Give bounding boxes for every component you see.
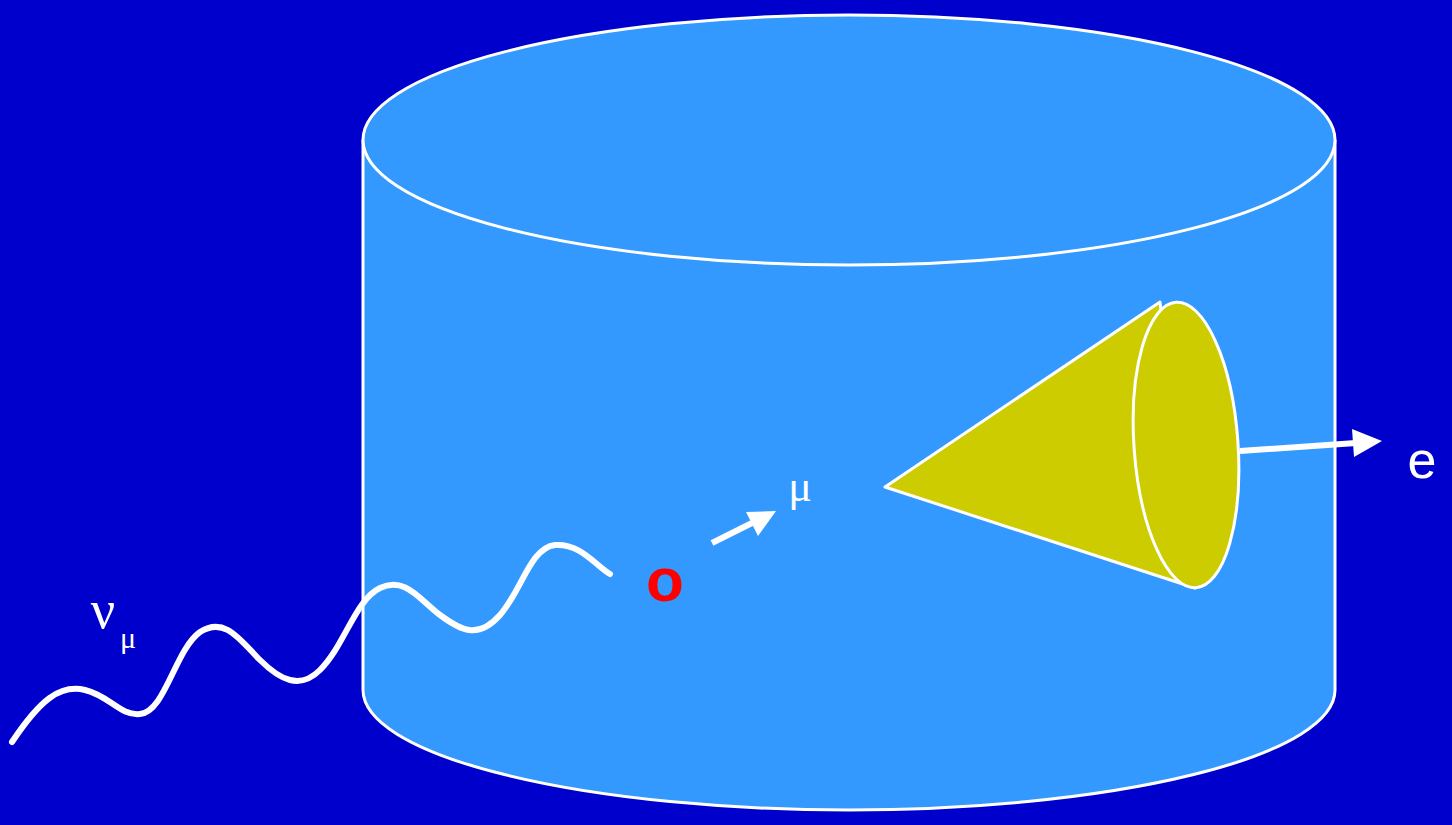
tank-top — [363, 15, 1335, 265]
vertex-marker: o — [646, 549, 684, 611]
electron-label: e — [1408, 434, 1437, 486]
neutrino-symbol: ν — [91, 583, 115, 637]
electron-arrow — [1240, 443, 1356, 451]
arrow-head — [746, 511, 776, 536]
cone-base — [1124, 299, 1248, 592]
arrow-head — [1352, 429, 1382, 457]
muon-label: μ — [788, 465, 812, 509]
muon-arrow — [712, 523, 752, 543]
neutrino-subscript: μ — [120, 623, 136, 653]
neutrino-wave — [12, 545, 610, 742]
